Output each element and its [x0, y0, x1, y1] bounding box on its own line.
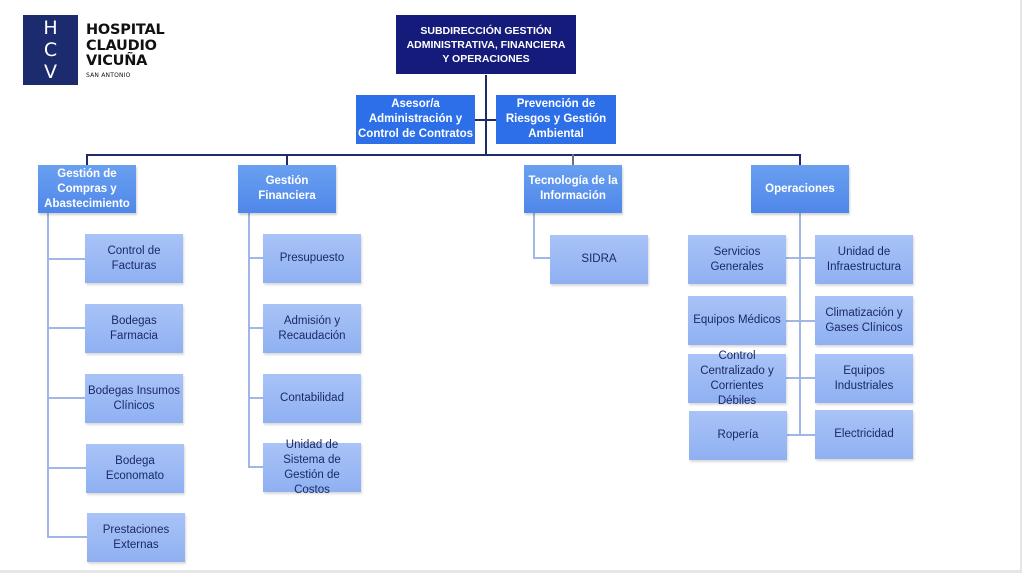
node-presupuesto: Presupuesto: [263, 234, 361, 283]
connector-financiera-trunk: [248, 212, 250, 468]
connector-operaciones-branch: [786, 257, 816, 259]
node-admision-recaudacion: Admisión y Recaudación: [263, 304, 361, 353]
logo-name-line: VICUÑA: [86, 53, 148, 69]
node-bodegas-insumos-clinicos: Bodegas Insumos Clínicos: [85, 374, 183, 423]
logo-subtitle: SAN ANTONIO: [86, 71, 131, 79]
node-electricidad: Electricidad: [815, 410, 913, 459]
node-equipos-industriales: Equipos Industriales: [815, 354, 913, 403]
connector-dept-1: [86, 154, 88, 166]
node-servicios-generales: Servicios Generales: [688, 235, 786, 284]
connector-dept-2: [286, 154, 288, 166]
logo-name-line: HOSPITAL: [86, 22, 165, 38]
logo-letter: V: [44, 60, 57, 83]
node-climatizacion-gases: Climatización y Gases Clínicos: [815, 296, 913, 345]
hospital-logo-mark: H C V: [23, 15, 78, 85]
node-unidad-infraestructura: Unidad de Infraestructura: [815, 235, 913, 284]
node-gestion-compras: Gestión de Compras y Abastecimiento: [38, 165, 136, 213]
node-contabilidad: Contabilidad: [263, 374, 361, 423]
node-bodega-economato: Bodega Economato: [86, 444, 184, 493]
node-bodegas-farmacia: Bodegas Farmacia: [85, 304, 183, 353]
connector-financiera-branch: [248, 257, 264, 259]
hospital-logo-text: HOSPITAL CLAUDIO VICUÑA SAN ANTONIO: [86, 22, 165, 79]
connector-ti-trunk: [533, 212, 535, 259]
connector-compras-branch: [47, 397, 86, 399]
node-asesor-administracion: Asesor/a Administración y Control de Con…: [356, 95, 475, 144]
node-control-facturas: Control de Facturas: [85, 234, 183, 283]
node-equipos-medicos: Equipos Médicos: [688, 296, 786, 345]
node-prestaciones-externas: Prestaciones Externas: [87, 513, 185, 562]
node-control-centralizado: Control Centralizado y Corrientes Débile…: [688, 350, 786, 407]
connector-compras-branch: [47, 258, 86, 260]
connector-ti-branch: [533, 257, 551, 259]
connector-operaciones-branch: [786, 320, 816, 322]
connector-compras-branch: [47, 536, 87, 538]
connector-staff-left: [475, 119, 487, 121]
connector-dept-3: [572, 154, 574, 166]
connector-compras-branch: [47, 467, 86, 469]
connector-financiera-branch: [248, 466, 264, 468]
node-operaciones: Operaciones: [751, 165, 849, 213]
node-roperia: Ropería: [689, 411, 787, 460]
logo-name-line: CLAUDIO: [86, 37, 157, 54]
node-subdireccion: SUBDIRECCIÓN GESTIÓN ADMINISTRATIVA, FIN…: [396, 15, 576, 74]
node-prevencion-riesgos: Prevención de Riesgos y Gestión Ambienta…: [496, 95, 616, 144]
connector-operaciones-branch: [786, 377, 816, 379]
connector-staff-right: [486, 119, 497, 121]
node-sidra: SIDRA: [550, 235, 648, 284]
connector-financiera-branch: [248, 397, 264, 399]
connector-compras-trunk: [47, 212, 49, 538]
node-sistema-gestion-costos: Unidad de Sistema de Gestión de Costos: [263, 439, 361, 496]
logo-letter: C: [43, 38, 58, 61]
logo-letter: H: [43, 16, 58, 39]
connector-department-bus: [86, 154, 801, 156]
connector-operaciones-trunk: [799, 212, 801, 436]
node-tecnologia-informacion: Tecnología de la Información: [524, 165, 622, 213]
connector-top-trunk: [485, 75, 487, 155]
connector-financiera-branch: [248, 327, 264, 329]
connector-operaciones-branch: [786, 434, 816, 436]
node-gestion-financiera: Gestión Financiera: [238, 165, 336, 213]
connector-compras-branch: [47, 327, 86, 329]
connector-dept-4: [799, 154, 801, 166]
